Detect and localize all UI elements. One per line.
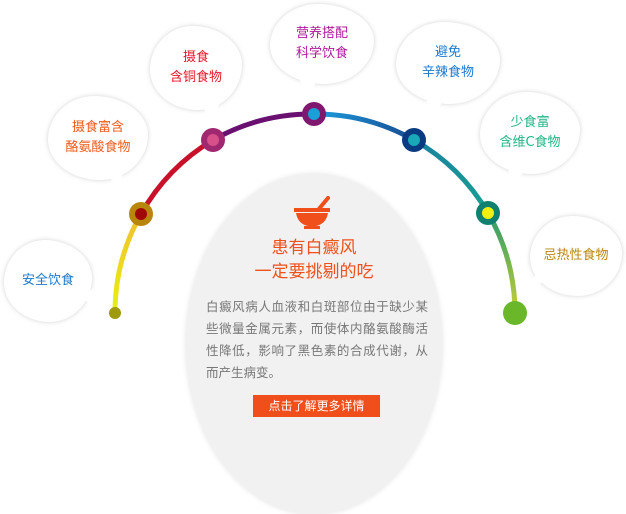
bubble-text: 摄食富含 (71, 120, 124, 135)
arc-segment (211, 111, 315, 143)
arc-segment (138, 137, 215, 216)
timeline-arc (109, 102, 527, 325)
bubble-text: 含维C食物 (499, 135, 561, 150)
bubble-tyrosine-foods: 摄食富含酪氨酸食物 (48, 96, 148, 180)
bubble-text: 营养搭配 (295, 26, 348, 41)
bubble-safe-diet: 安全饮食 (4, 240, 92, 322)
center-description: 白癜风病人血液和白斑部位由于缺少某些微量金属元素，而使体内酪氨酸酶活性降低，影响… (206, 299, 428, 380)
arc-node (503, 301, 527, 325)
bubble-text: 安全饮食 (21, 273, 74, 288)
bubble-tail (203, 104, 219, 130)
mortar-bowl-icon (294, 196, 330, 229)
arc-segment (485, 211, 518, 314)
arc-segment (112, 212, 144, 314)
bubble-text: 辛辣食物 (421, 65, 474, 80)
bubble-text: 摄食 (182, 50, 209, 65)
bubble-text: 少食富 (510, 115, 550, 130)
arc-segment (313, 111, 416, 143)
center-title-line2: 一定要挑剔的吃 (254, 262, 374, 282)
bubble-text: 科学饮食 (295, 46, 348, 61)
more-details-button[interactable]: 点击了解更多详情 (253, 395, 380, 417)
bubble-avoid-spicy: 避免辛辣食物 (396, 22, 500, 104)
arc-segment (412, 137, 491, 215)
bubble-avoid-hot-foods: 忌热性食物 (530, 216, 622, 296)
bubble-less-vitamin-c: 少食富含维C食物 (480, 92, 580, 174)
bubble-copper-foods: 摄食含铜食物 (150, 26, 242, 110)
bubble-text: 含铜食物 (169, 70, 222, 85)
bubble-balanced-diet: 营养搭配科学饮食 (270, 4, 374, 84)
bubble-text: 避免 (434, 45, 461, 60)
arc-node (109, 307, 121, 319)
bubble-text: 酪氨酸食物 (65, 140, 131, 155)
bubble-tail (300, 80, 316, 106)
bubble-text: 忌热性食物 (543, 248, 609, 263)
center-title-line1: 患有白癜风 (271, 238, 357, 258)
